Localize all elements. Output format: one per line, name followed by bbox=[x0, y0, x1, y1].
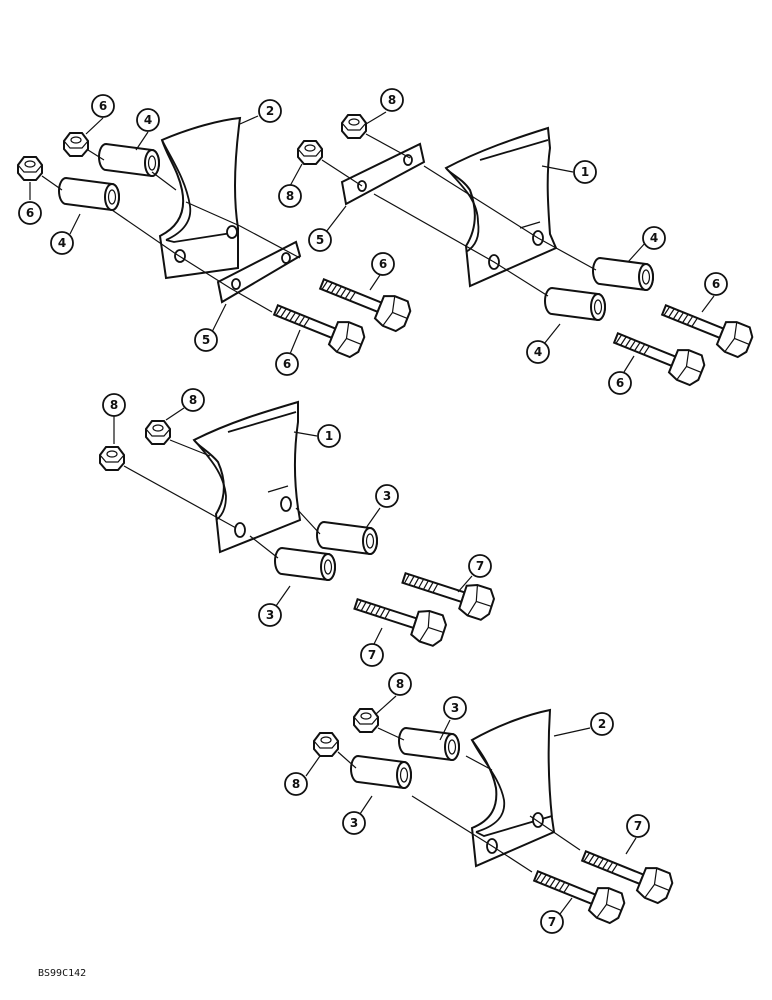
callout-6: 6 bbox=[18, 182, 42, 225]
svg-text:1: 1 bbox=[581, 165, 589, 179]
svg-text:4: 4 bbox=[650, 231, 658, 245]
svg-text:8: 8 bbox=[189, 393, 197, 407]
bracket-part-1-top-right bbox=[444, 126, 558, 288]
callout-6: 6 bbox=[608, 355, 635, 395]
svg-text:8: 8 bbox=[286, 189, 294, 203]
bracket-part-2-bottom bbox=[470, 708, 556, 868]
callout-8: 8 bbox=[375, 672, 412, 715]
svg-text:7: 7 bbox=[634, 819, 642, 833]
svg-text:2: 2 bbox=[598, 717, 606, 731]
svg-text:6: 6 bbox=[99, 99, 107, 113]
callout-8: 8 bbox=[165, 388, 205, 421]
nut-part-6-b bbox=[17, 156, 43, 181]
svg-text:6: 6 bbox=[379, 257, 387, 271]
svg-text:6: 6 bbox=[712, 277, 720, 291]
callout-4: 4 bbox=[50, 213, 81, 255]
svg-text:6: 6 bbox=[26, 206, 34, 220]
svg-text:8: 8 bbox=[292, 777, 300, 791]
callout-2: 2 bbox=[239, 99, 282, 125]
nut-part-8-c bbox=[145, 420, 171, 445]
assembly-bottom bbox=[313, 708, 677, 927]
callout-3: 3 bbox=[365, 484, 399, 529]
callout-7: 7 bbox=[457, 554, 492, 593]
bracket-part-2-top-left bbox=[158, 116, 242, 280]
callout-5: 5 bbox=[308, 205, 347, 252]
callout-6: 6 bbox=[701, 272, 728, 313]
nut-part-8-f bbox=[313, 732, 339, 757]
callout-8: 8 bbox=[284, 755, 321, 796]
spacer-part-3-b bbox=[274, 547, 336, 581]
callout-3: 3 bbox=[439, 696, 467, 741]
svg-text:4: 4 bbox=[144, 113, 152, 127]
svg-text:3: 3 bbox=[383, 489, 391, 503]
callout-6: 6 bbox=[369, 252, 395, 291]
callout-6: 6 bbox=[275, 329, 301, 376]
callout-6: 6 bbox=[85, 94, 115, 135]
callout-7: 7 bbox=[360, 627, 384, 667]
spacer-part-3-d bbox=[350, 755, 412, 789]
svg-text:2: 2 bbox=[266, 104, 274, 118]
bolt-part-6-b bbox=[269, 294, 369, 361]
svg-text:7: 7 bbox=[476, 559, 484, 573]
svg-text:8: 8 bbox=[396, 677, 404, 691]
bolt-part-7-b bbox=[350, 587, 450, 649]
spacer-part-4-d bbox=[544, 287, 606, 321]
callout-4: 4 bbox=[135, 108, 160, 151]
svg-text:7: 7 bbox=[368, 648, 376, 662]
callout-8: 8 bbox=[278, 163, 303, 208]
svg-text:8: 8 bbox=[388, 93, 396, 107]
callout-4: 4 bbox=[627, 226, 666, 263]
assembly-top-left bbox=[17, 116, 415, 361]
callout-8: 8 bbox=[102, 393, 126, 444]
svg-text:4: 4 bbox=[534, 345, 542, 359]
figure-code: BS99C142 bbox=[38, 968, 86, 979]
nut-part-8-e bbox=[353, 708, 379, 733]
svg-text:7: 7 bbox=[548, 915, 556, 929]
nut-part-8-b bbox=[297, 140, 323, 165]
callout-3: 3 bbox=[342, 795, 373, 835]
callout-7: 7 bbox=[625, 814, 650, 855]
plate-part-5-top-right bbox=[340, 142, 426, 206]
bolt-part-6-c bbox=[657, 294, 757, 361]
assembly-middle bbox=[99, 400, 498, 649]
callout-2: 2 bbox=[553, 712, 614, 737]
svg-text:3: 3 bbox=[350, 816, 358, 830]
spacer-part-3-a bbox=[316, 521, 378, 555]
spacer-part-4-b bbox=[58, 177, 120, 211]
callout-3: 3 bbox=[258, 585, 291, 627]
bracket-part-1-middle bbox=[192, 400, 302, 554]
callout-1: 1 bbox=[293, 424, 341, 448]
callout-balloons: 6 4 2 6 4 6 5 6 bbox=[18, 88, 728, 934]
svg-text:3: 3 bbox=[451, 701, 459, 715]
nut-part-6-a bbox=[63, 132, 89, 157]
bolt-part-6-a bbox=[315, 268, 415, 335]
svg-text:6: 6 bbox=[283, 357, 291, 371]
svg-text:1: 1 bbox=[325, 429, 333, 443]
callout-5: 5 bbox=[194, 303, 227, 352]
callout-7: 7 bbox=[540, 897, 573, 934]
svg-text:3: 3 bbox=[266, 608, 274, 622]
callout-8: 8 bbox=[365, 88, 404, 125]
callout-1: 1 bbox=[541, 160, 597, 184]
svg-text:8: 8 bbox=[110, 398, 118, 412]
svg-text:6: 6 bbox=[616, 376, 624, 390]
assembly-top-right bbox=[297, 114, 757, 389]
nut-part-8-a bbox=[341, 114, 367, 139]
spacer-part-3-c bbox=[398, 727, 460, 761]
spacer-part-4-c bbox=[592, 257, 654, 291]
callout-4: 4 bbox=[526, 323, 561, 364]
svg-text:4: 4 bbox=[58, 236, 66, 250]
svg-text:5: 5 bbox=[202, 333, 210, 347]
spacer-part-4-a bbox=[98, 143, 160, 177]
nut-part-8-d bbox=[99, 446, 125, 471]
svg-text:5: 5 bbox=[316, 233, 324, 247]
